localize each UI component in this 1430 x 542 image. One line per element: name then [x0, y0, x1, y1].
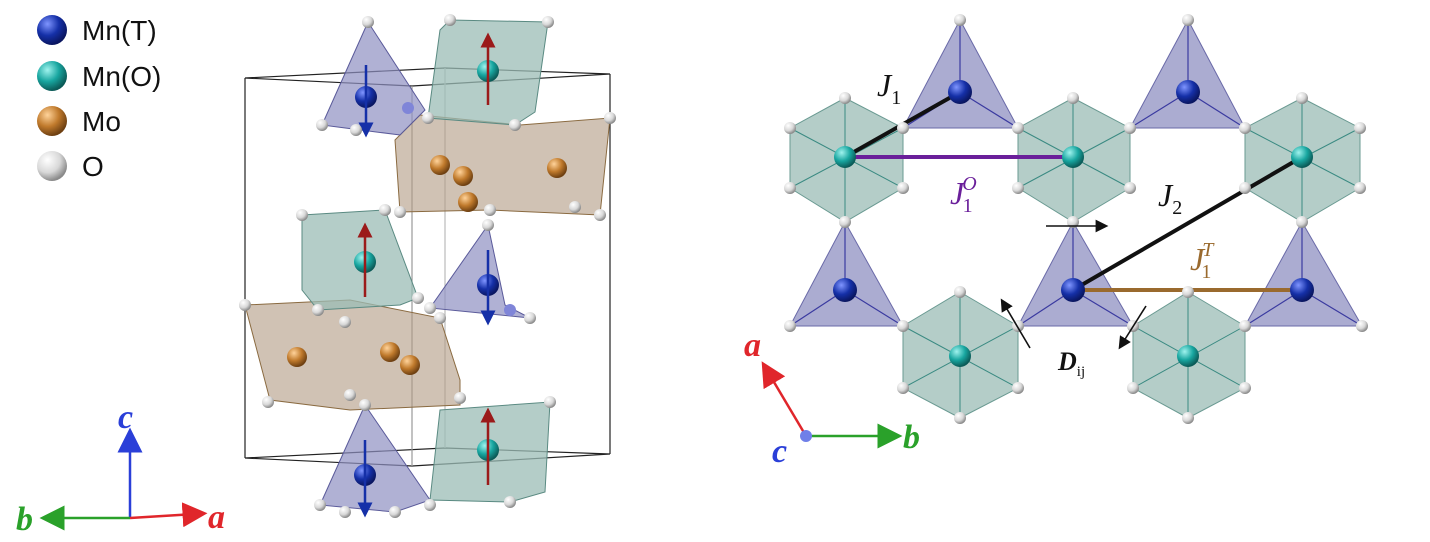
tetrahedra-left — [319, 20, 531, 513]
j2-bond — [1071, 155, 1304, 292]
left-axis-triad: c b a — [16, 399, 225, 538]
oxygen-atoms-right — [784, 14, 1368, 424]
legend-label-mo: Mo — [82, 106, 121, 137]
left-a-axis-arrow — [129, 502, 208, 528]
spin-arrows-left — [357, 32, 496, 518]
dm-vectors — [1000, 219, 1147, 350]
mo-atom — [430, 155, 450, 175]
legend-label-o: O — [82, 151, 104, 182]
legend-label-mnO: Mn(O) — [82, 61, 161, 92]
dm-label: Dij — [1057, 347, 1085, 380]
mo-atom — [458, 192, 478, 212]
mn-atoms-right — [833, 80, 1314, 367]
mnO-atom — [1062, 146, 1084, 168]
right-a-axis-arrow — [761, 361, 808, 437]
dm-arrow — [1000, 298, 1031, 349]
dm-arrow — [1118, 305, 1147, 350]
legend: Mn(T) Mn(O) Mo O — [37, 15, 161, 182]
right-c-axis-label: c — [772, 433, 787, 470]
mo-atoms-left — [287, 155, 567, 375]
right-axis-triad: a b c — [744, 327, 920, 470]
left-c-axis-label: c — [118, 399, 133, 436]
mnT-swatch-icon — [37, 15, 67, 45]
j1-label: J1 — [877, 67, 901, 109]
mo-atom — [453, 166, 473, 186]
legend-item-o: O — [37, 151, 104, 182]
legend-label-mnT: Mn(T) — [82, 15, 157, 46]
mo-atom — [380, 342, 400, 362]
mnO-atom — [949, 345, 971, 367]
right-c-axis-dot — [800, 430, 812, 442]
mnT-atom — [948, 80, 972, 104]
left-b-axis-label: b — [16, 501, 33, 538]
mnT-atom — [1290, 278, 1314, 302]
mo-atom — [400, 355, 420, 375]
mo-atom — [287, 347, 307, 367]
mo-atom — [547, 158, 567, 178]
j2-label: J2 — [1158, 177, 1182, 219]
oxygen-swatch-icon — [37, 151, 67, 181]
mnO-atom — [1291, 146, 1313, 168]
right-a-axis-label: a — [744, 327, 761, 364]
mnT-atom — [1176, 80, 1200, 104]
legend-item-mnO: Mn(O) — [37, 61, 161, 92]
mnT-atom — [833, 278, 857, 302]
mnO-swatch-icon — [37, 61, 67, 91]
mo-swatch-icon — [37, 106, 67, 136]
mnO-atom — [1177, 345, 1199, 367]
legend-item-mnT: Mn(T) — [37, 15, 157, 46]
mnT-atom — [1061, 278, 1085, 302]
right-b-axis-label: b — [903, 419, 920, 456]
left-a-axis-label: a — [208, 499, 225, 536]
mnO-atom — [834, 146, 856, 168]
oxygen-atoms-left — [239, 14, 616, 518]
legend-item-mo: Mo — [37, 106, 121, 137]
